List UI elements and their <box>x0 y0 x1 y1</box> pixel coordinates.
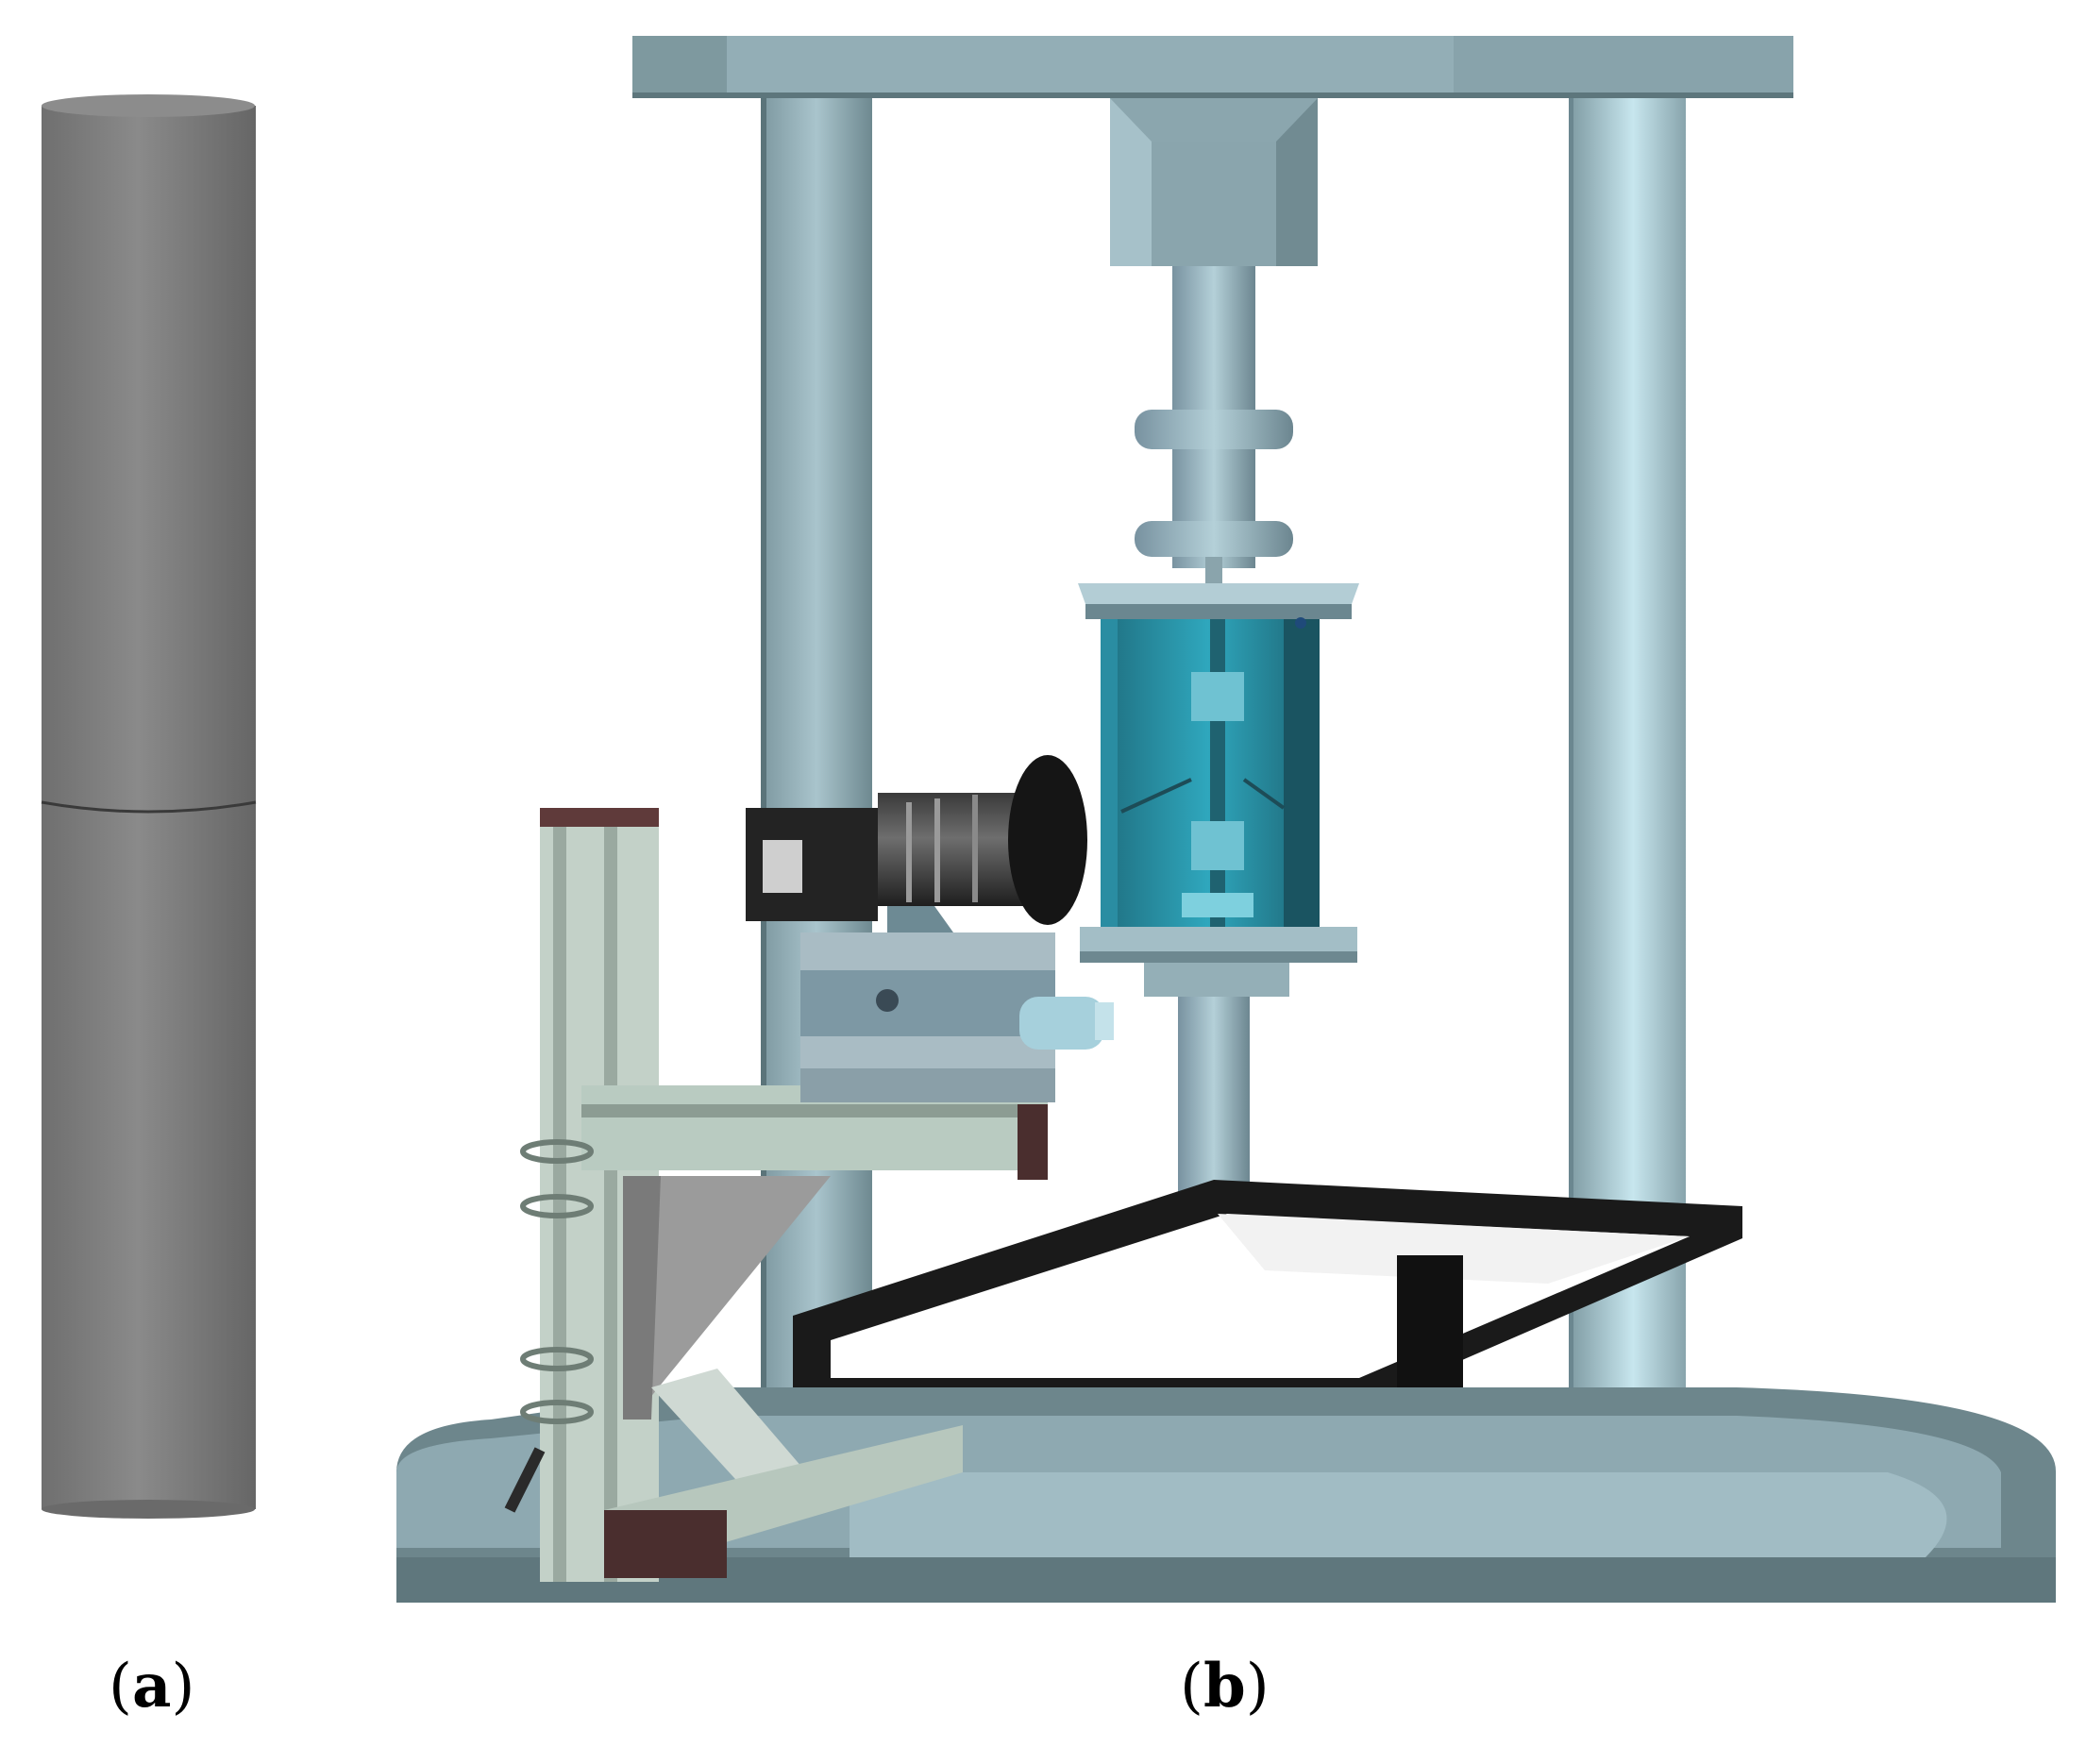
test-chamber <box>1101 617 1320 927</box>
chamber-top-plate <box>1078 583 1359 619</box>
specimen-cylinder <box>41 94 257 1519</box>
xy-stage <box>800 932 1114 1102</box>
column-left <box>761 98 872 1476</box>
panel-label-a: (a) <box>109 1651 195 1722</box>
camera <box>746 755 1087 932</box>
chamber-bottom-plate <box>1080 927 1357 997</box>
crosshead <box>632 36 1793 98</box>
panel-letter-a: a <box>131 1651 172 1722</box>
camera-stand <box>504 808 1048 1582</box>
upper-shaft <box>1135 266 1293 583</box>
load-cell-housing <box>1110 98 1318 266</box>
panel-label-b: (b) <box>1180 1651 1270 1722</box>
specimen-split-line <box>41 800 257 814</box>
panel-letter-b: b <box>1203 1651 1246 1722</box>
test-rig <box>396 36 2057 1603</box>
